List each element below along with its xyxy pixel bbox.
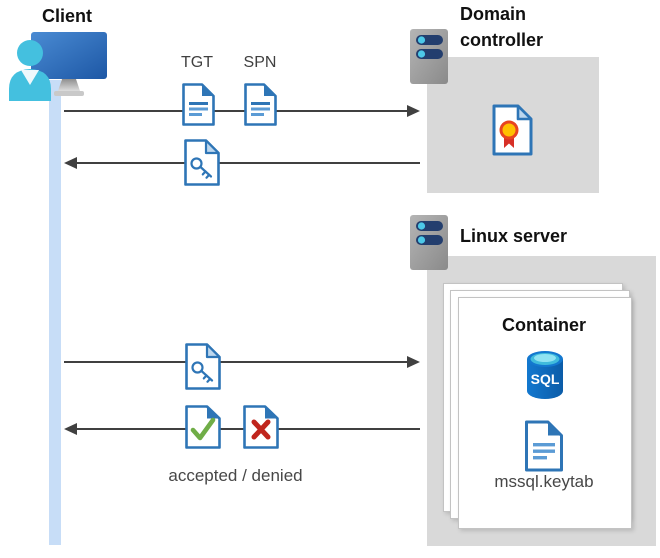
key-document-icon: [184, 139, 220, 186]
arrow-left-icon: [64, 157, 77, 169]
client-icon: [9, 32, 107, 101]
certificate-icon: [492, 104, 533, 156]
arrow-left-icon: [64, 423, 77, 435]
arrow-right-icon: [407, 105, 420, 117]
spn-label: SPN: [243, 54, 277, 71]
sql-database-icon: SQL: [527, 351, 563, 399]
server-icon: [410, 29, 448, 84]
arrow-dc-to-client: [76, 162, 420, 164]
server-icon: [410, 215, 448, 270]
tgt-document-icon: [182, 83, 215, 126]
client-title: Client: [41, 6, 92, 26]
container-paper: [458, 297, 632, 529]
arrow-client-to-dc: [64, 110, 408, 112]
arrow-client-to-linux: [64, 361, 408, 363]
denied-document-icon: [243, 405, 279, 449]
sql-text: SQL: [531, 371, 560, 387]
accepted-document-icon: [185, 405, 221, 449]
spn-document-icon: [244, 83, 277, 126]
container-title: Container: [501, 315, 586, 335]
linux-server-title: Linux server: [460, 226, 568, 246]
key-document-icon: [185, 343, 221, 390]
x-icon: [251, 419, 271, 440]
keytab-label: mssql.keytab: [494, 472, 594, 491]
medal-icon: [499, 120, 519, 148]
arrow-right-icon: [407, 356, 420, 368]
monitor-icon: [31, 32, 107, 96]
client-timeline: [49, 80, 61, 545]
tgt-label: TGT: [181, 54, 213, 71]
check-icon: [190, 417, 216, 441]
person-icon: [9, 40, 51, 101]
keytab-document-icon: [525, 420, 563, 472]
domain-controller-title: Domain controller: [460, 4, 544, 50]
result-label: accepted / denied: [168, 466, 303, 485]
